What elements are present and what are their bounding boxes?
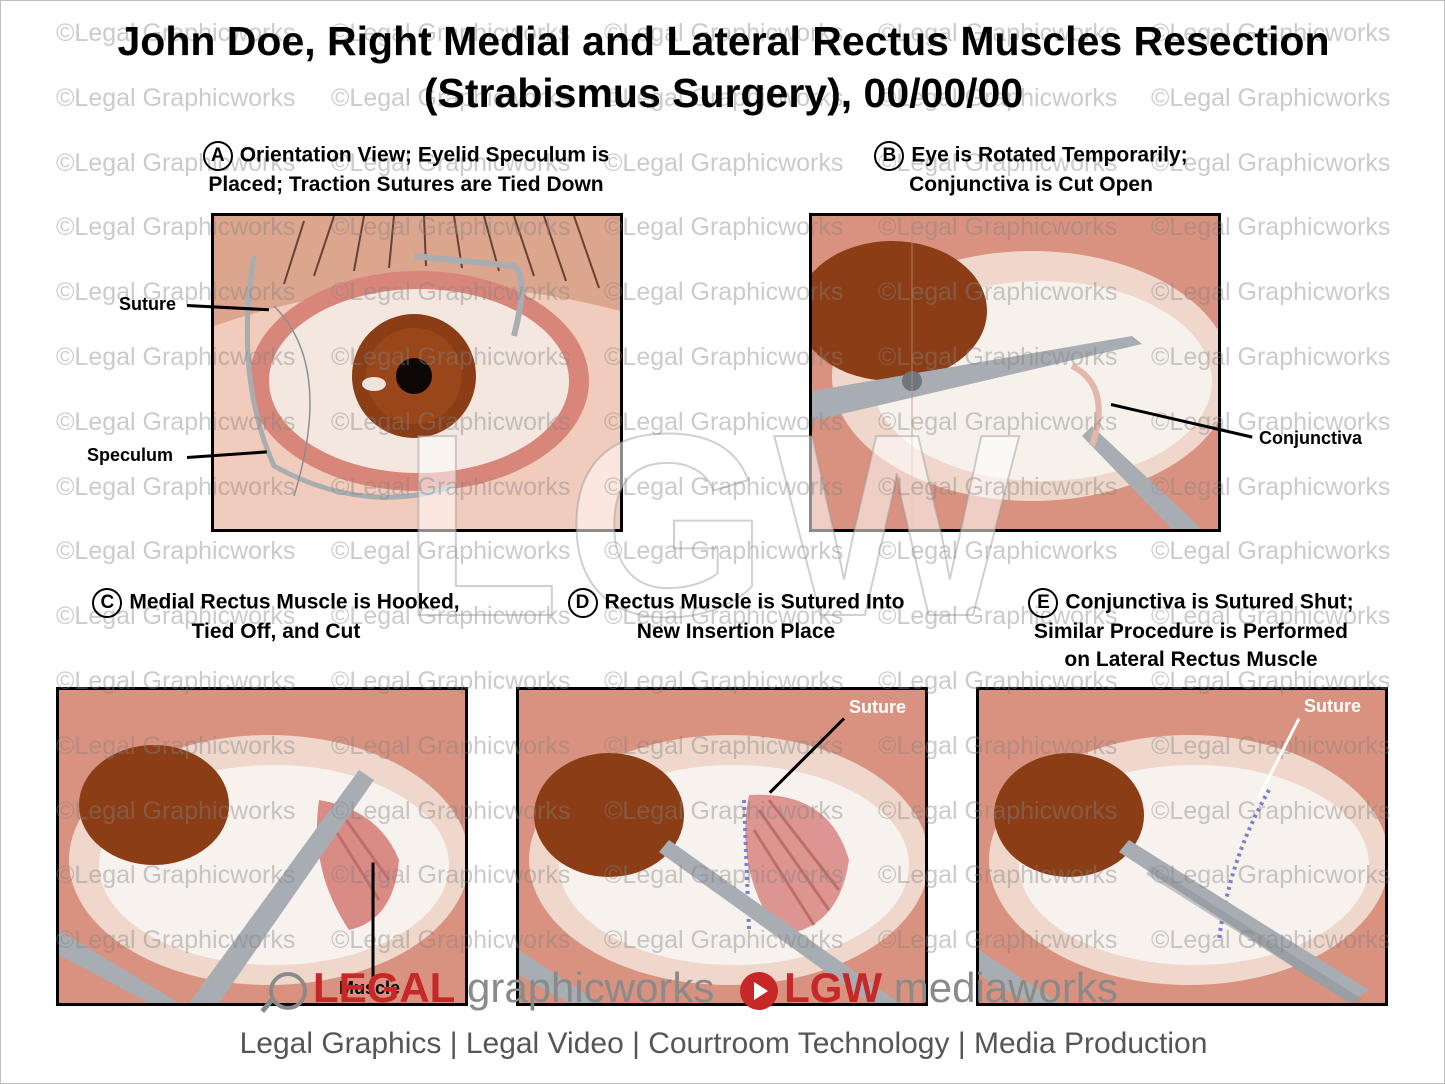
watermark-text: ©Legal Graphicworks bbox=[878, 537, 1118, 566]
title-line-1: John Doe, Right Medial and Lateral Rectu… bbox=[117, 18, 1330, 64]
watermark-text: ©Legal Graphicworks bbox=[56, 537, 296, 566]
watermark-text: ©Legal Graphicworks bbox=[604, 148, 844, 177]
magnifier-icon bbox=[269, 971, 307, 1010]
badge-d: D bbox=[567, 588, 598, 618]
panel-a-illustration bbox=[211, 213, 623, 532]
panel-e-illustration bbox=[976, 687, 1388, 1006]
footer-tagline: Legal Graphics | Legal Video | Courtroom… bbox=[239, 1027, 1208, 1060]
label-conjunctiva: Conjunctiva bbox=[1259, 428, 1363, 448]
badge-e: E bbox=[1028, 588, 1059, 618]
watermark-text: ©Legal Graphicworks bbox=[604, 213, 844, 242]
badge-b: B bbox=[874, 141, 905, 171]
label-speculum: Speculum bbox=[87, 445, 174, 465]
title-line-2: (Strabismus Surgery), 00/00/00 bbox=[423, 70, 1024, 116]
page-title: John Doe, Right Medial and Lateral Rectu… bbox=[1, 15, 1444, 119]
label-suture-d: Suture bbox=[849, 697, 907, 717]
badge-c: C bbox=[92, 588, 123, 618]
leader-muscle bbox=[371, 862, 375, 978]
panel-d-illustration bbox=[516, 687, 928, 1006]
watermark-text: ©Legal Graphicworks bbox=[604, 407, 844, 436]
watermark-text: ©Legal Graphicworks bbox=[604, 343, 844, 371]
label-suture-e: Suture bbox=[1304, 696, 1362, 716]
watermark-text: ©Legal Graphicworks bbox=[604, 278, 844, 307]
watermark-text: ©Legal Graphicworks bbox=[604, 537, 844, 566]
label-suture-a: Suture bbox=[119, 294, 177, 314]
panel-c-illustration bbox=[56, 687, 468, 1006]
watermark-text: ©Legal Graphicworks bbox=[604, 472, 844, 501]
label-muscle: Muscle bbox=[339, 978, 401, 998]
watermark-text: ©Legal Graphicworks bbox=[331, 537, 571, 566]
panel-b-illustration bbox=[809, 213, 1221, 532]
play-icon bbox=[740, 971, 779, 1010]
badge-a: A bbox=[202, 141, 233, 171]
watermark-text: ©Legal Graphicworks bbox=[1151, 537, 1391, 566]
brand-logo: LEGAL graphicworks LGW mediaworks bbox=[269, 963, 1118, 1013]
